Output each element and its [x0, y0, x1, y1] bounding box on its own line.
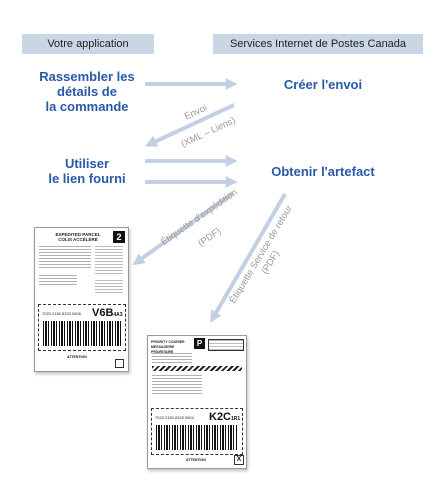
arrow-return-label	[210, 192, 287, 323]
arrow-response	[144, 103, 235, 147]
label2-header-info	[208, 339, 244, 351]
label2-barcode-area: 7023 2150 8320 0604 K2C1R1	[151, 408, 243, 455]
label2-title: PRIORITY COURIER MESSAGERIE PRIORITAIRE	[151, 340, 185, 354]
label1-notes-block	[95, 280, 123, 294]
label1-checkbox	[115, 359, 124, 368]
shipping-label-thumbnail: EXPEDITED PARCEL COLIS ACCÉLÉRÉ 2 7023 2…	[34, 227, 129, 372]
label2-sender-block	[152, 353, 192, 363]
label2-chevrons	[152, 366, 242, 371]
label1-service-number: 2	[113, 231, 125, 243]
return-label-thumbnail: PRIORITY COURIER MESSAGERIE PRIORITAIRE …	[147, 335, 247, 469]
label2-recipient-block	[152, 375, 202, 395]
label1-barcode-area: 7023 2150 8320 0606 V6B4A3	[38, 304, 126, 351]
step-create-shipment: Créer l'envoi	[283, 77, 363, 92]
label2-tracking-number: 7023 2150 8320 0604	[155, 415, 194, 420]
label2-fsa: K2C1R1	[209, 411, 241, 423]
label2-service-letter: P	[194, 338, 205, 349]
label1-info-block	[95, 246, 123, 276]
label2-checkbox: X	[234, 455, 244, 465]
label1-sender-block	[39, 246, 91, 270]
label1-title: EXPEDITED PARCEL COLIS ACCÉLÉRÉ	[55, 232, 101, 242]
arrow-shipping-label	[132, 191, 235, 266]
step-use-provided-link: Utiliser le lien fourni	[48, 156, 126, 186]
header-canada-post-web-services: Services Internet de Postes Canada	[213, 34, 423, 54]
label1-recipient-block	[39, 275, 77, 287]
label1-tracking-number: 7023 2150 8320 0606	[42, 311, 81, 316]
label1-fsa: V6B4A3	[92, 307, 123, 319]
label1-attention: ATTENTION	[67, 355, 87, 359]
label2-attention: ATTENTION	[186, 458, 206, 462]
label2-barcode	[156, 425, 238, 450]
step-gather-order-details: Rassembler les détails de la commande	[39, 69, 135, 114]
step-get-artifact: Obtenir l'artefact	[271, 164, 375, 179]
header-your-application: Votre application	[22, 34, 154, 54]
label1-barcode	[43, 321, 121, 346]
